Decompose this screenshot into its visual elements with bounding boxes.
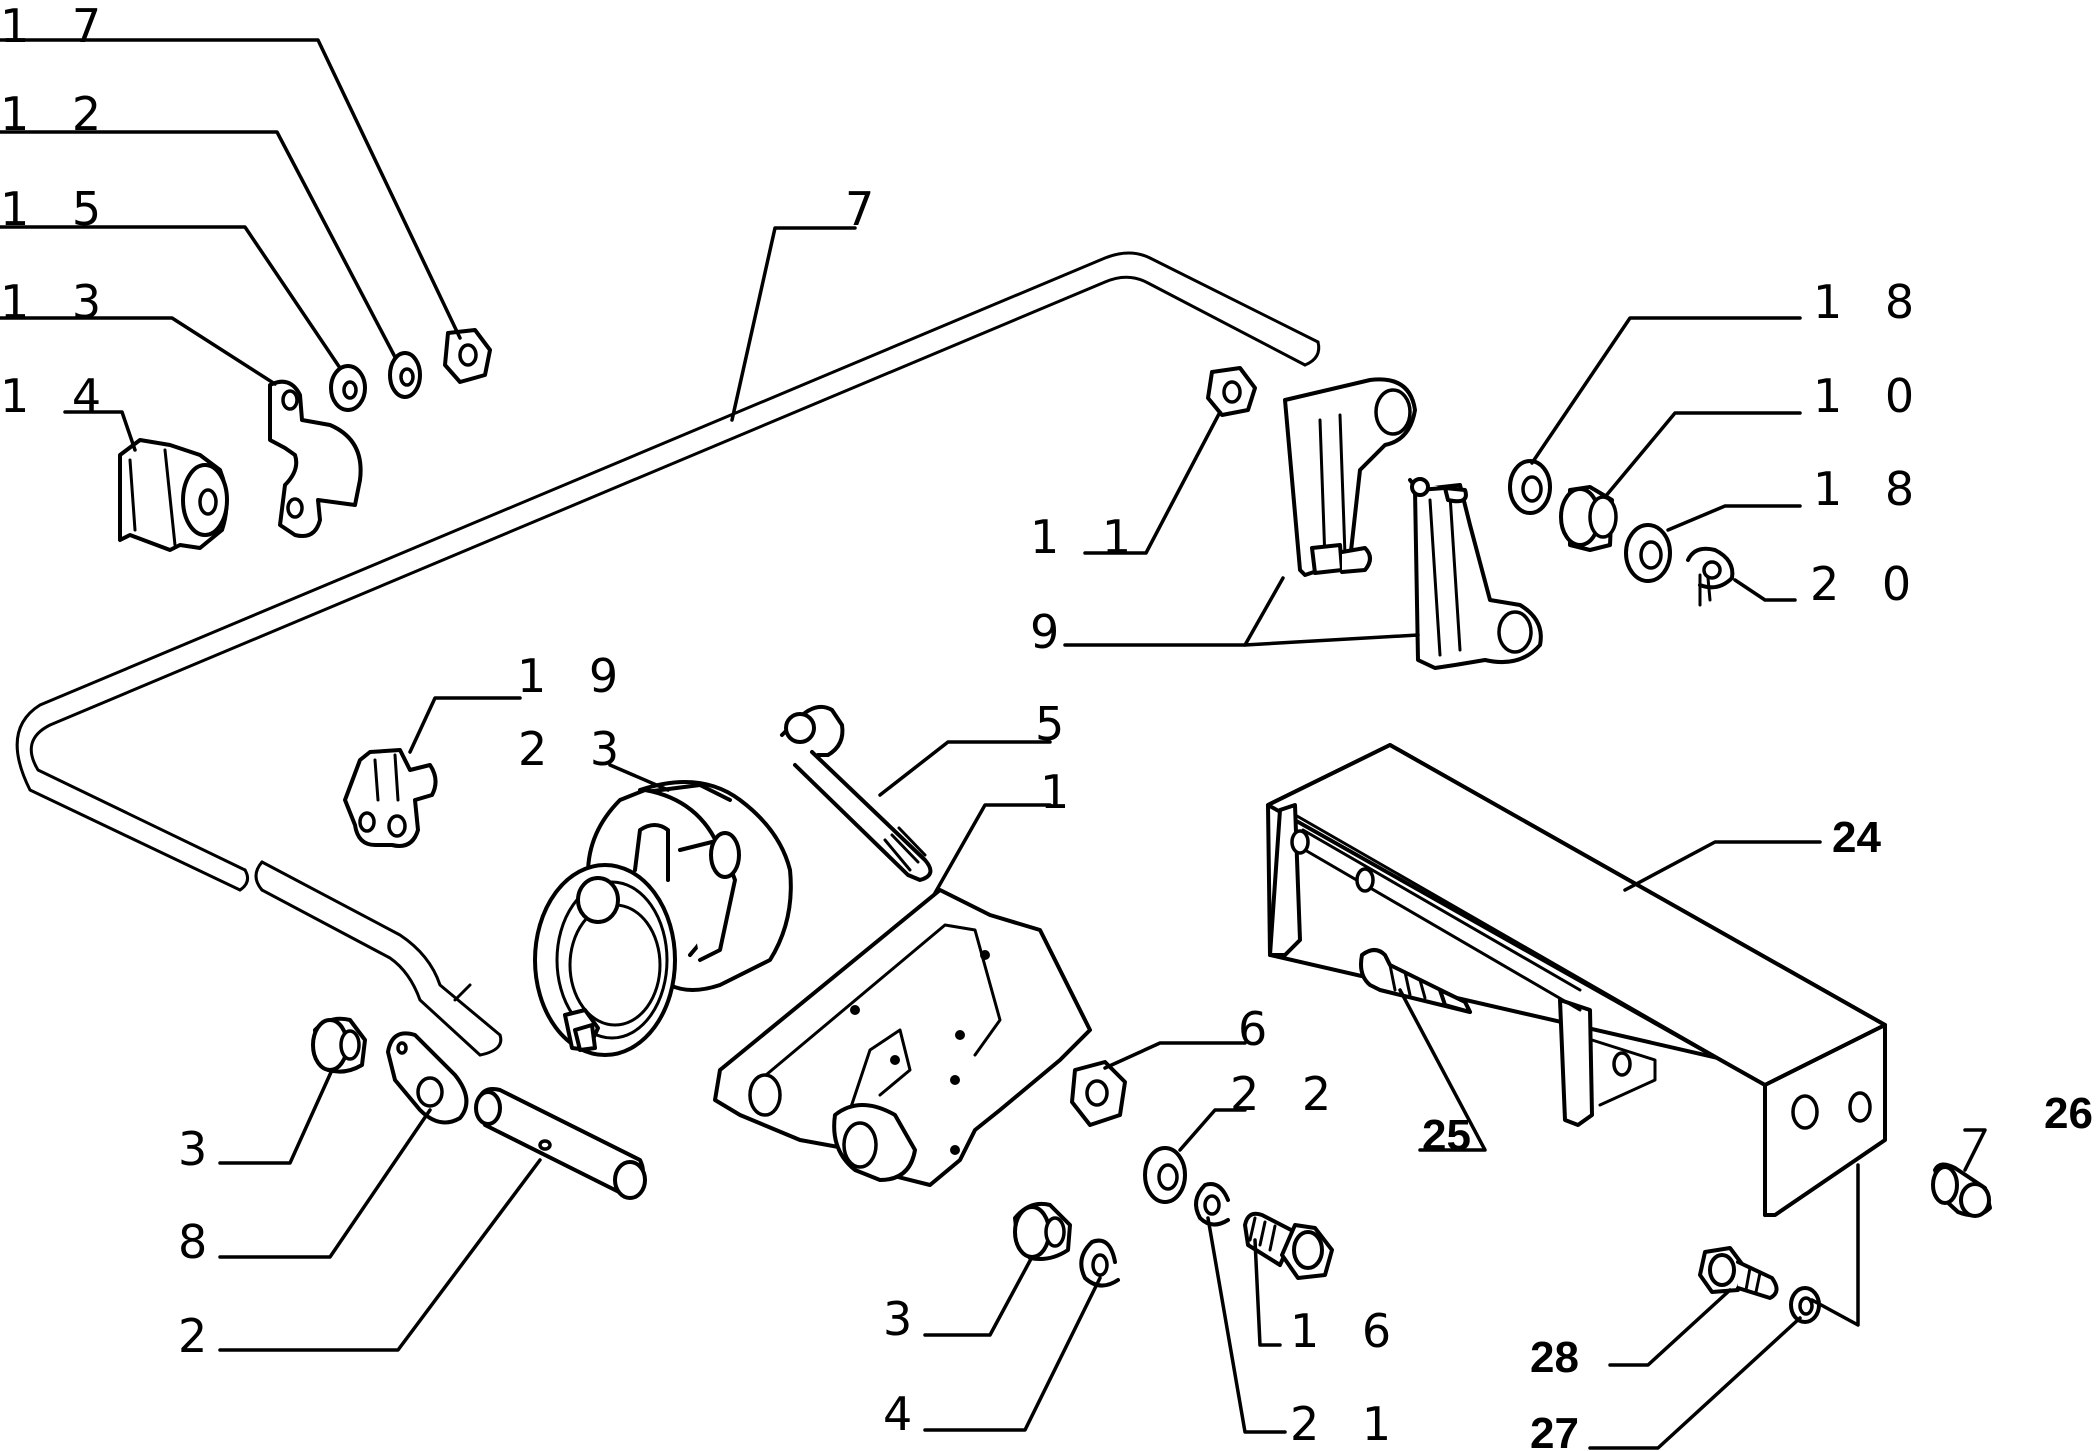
part-15-washer: [329, 364, 367, 412]
leader-23: [608, 763, 670, 792]
leader-2: [218, 1158, 542, 1352]
label-14: 1 4: [0, 369, 115, 423]
label-18a: 1 8: [1813, 275, 1928, 329]
label-22: 2 2: [1230, 1067, 1345, 1121]
leader-5: [878, 740, 1052, 797]
leader-3a: [218, 1068, 334, 1165]
leader-16: [1253, 1238, 1282, 1347]
label-8: 8: [178, 1215, 221, 1269]
label-27: 27: [1530, 1409, 1579, 1451]
part-2-pin: [474, 1087, 647, 1200]
part-4-lock-washer: [1079, 1238, 1120, 1288]
part-18-washer-b: [1624, 523, 1672, 583]
label-16: 1 6: [1290, 1304, 1405, 1358]
part-10-bush: [1559, 485, 1618, 552]
label-9: 9: [1030, 605, 1073, 659]
part-1-mount-bracket: [713, 888, 1092, 1187]
leader-4: [923, 1276, 1102, 1432]
leader-17: [0, 38, 462, 340]
leader-13: [0, 316, 277, 386]
leader-18a: [1530, 316, 1802, 465]
leader-19: [408, 696, 522, 754]
part-7-stabilizer-bar: [15, 251, 1321, 1057]
part-6-nut: [1070, 1060, 1127, 1127]
part-21-lock-washer: [1194, 1182, 1230, 1227]
part-24-crossmember: [1266, 743, 1887, 1217]
part-9-bracket-upper: [1283, 377, 1417, 577]
leader-15: [0, 225, 342, 370]
label-3b: 3: [883, 1292, 926, 1346]
label-3a: 3: [178, 1122, 221, 1176]
label-11: 1 1: [1030, 510, 1145, 564]
part-20-clip: [1686, 546, 1735, 607]
leader-21: [1206, 1216, 1287, 1434]
label-13: 1 3: [0, 275, 115, 329]
leader-9b: [1243, 633, 1420, 647]
leader-14: [63, 410, 137, 452]
leader-10: [1603, 411, 1802, 499]
label-21: 2 1: [1290, 1397, 1405, 1451]
part-14-bush: [118, 438, 229, 552]
label-15: 1 5: [0, 182, 115, 236]
label-23: 2 3: [518, 722, 633, 776]
part-5-bolt: [780, 705, 933, 882]
leader-7: [730, 226, 857, 422]
leader-8: [218, 1108, 432, 1259]
part-16-bolt: [1243, 1211, 1334, 1280]
leader-24: [1623, 840, 1822, 892]
part-13-clamp: [268, 379, 363, 538]
leader-27b: [1810, 1163, 1860, 1327]
leader-lines: [0, 38, 1987, 1450]
part-23-hub-assembly: [533, 780, 793, 1057]
leader-12: [0, 130, 397, 359]
part-22-washer: [1143, 1146, 1187, 1204]
label-5: 5: [1035, 697, 1078, 751]
leader-27: [1588, 1316, 1802, 1450]
label-26: 26: [2044, 1089, 2093, 1138]
part-9-bracket-lower: [1408, 477, 1543, 670]
label-10: 1 0: [1813, 369, 1928, 423]
leader-3b: [923, 1255, 1034, 1337]
part-19-clip: [343, 748, 438, 848]
part-12-lock-washer: [388, 351, 422, 399]
label-18b: 1 8: [1813, 462, 1928, 516]
leader-20: [1733, 578, 1797, 602]
part-17-nut: [443, 328, 492, 384]
part-11-nut: [1206, 366, 1257, 417]
label-28: 28: [1530, 1333, 1579, 1382]
label-24: 24: [1832, 813, 1881, 862]
label-17: 1 7: [0, 0, 115, 53]
label-6: 6: [1238, 1002, 1281, 1056]
leader-9: [1063, 576, 1285, 647]
label-19: 1 9: [517, 649, 632, 703]
label-25: 25: [1422, 1111, 1471, 1160]
part-25-rivet: [1359, 948, 1472, 1014]
leader-18b: [1666, 504, 1802, 532]
leader-22: [1178, 1108, 1247, 1152]
part-3-bush-upper: [311, 1016, 367, 1074]
part-27-washer: [1789, 1286, 1821, 1324]
part-28-bolt: [1698, 1246, 1779, 1300]
label-7: 7: [845, 182, 888, 236]
part-18-washer-a: [1508, 459, 1552, 515]
leader-11: [1083, 410, 1222, 555]
part-8-plate: [386, 1031, 469, 1125]
part-26-bush: [1931, 1162, 1992, 1218]
leader-28: [1608, 1288, 1732, 1367]
leader-6: [1103, 1041, 1247, 1070]
label-12: 1 2: [0, 87, 115, 141]
leader-1: [933, 803, 1052, 895]
label-1: 1: [1040, 765, 1083, 819]
leader-25: [1398, 988, 1487, 1152]
label-20: 2 0: [1810, 557, 1925, 611]
label-4: 4: [883, 1387, 926, 1441]
part-3-bush-lower: [1013, 1201, 1072, 1261]
leader-26: [1963, 1128, 1987, 1172]
label-2: 2: [178, 1309, 221, 1363]
